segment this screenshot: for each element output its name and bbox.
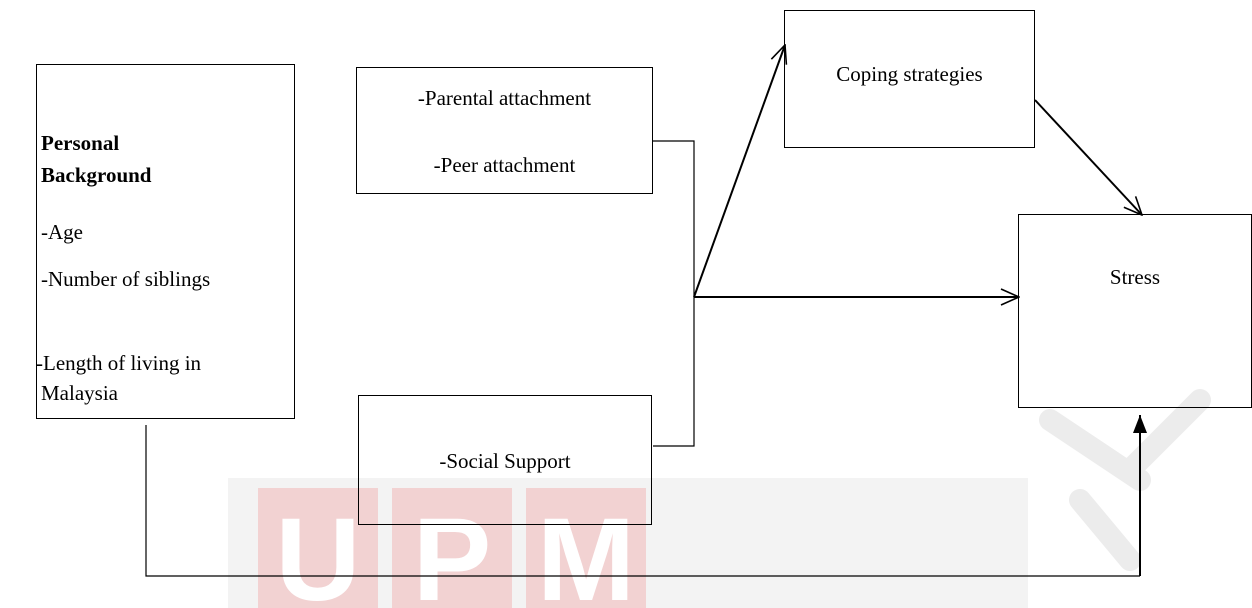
coping-strategies-label: Coping strategies (836, 62, 983, 86)
arrow-to-coping (693, 45, 785, 298)
stress-label: Stress (1109, 265, 1161, 289)
stress-box (1018, 214, 1252, 408)
watermark-letter-u: U (275, 494, 360, 608)
social-support-label: -Social Support (439, 449, 571, 473)
parental-attachment-label: -Parental attachment (417, 86, 592, 110)
item-number-of-siblings: -Number of siblings (41, 267, 211, 291)
personal-background-title-line1: Personal (41, 131, 120, 155)
item-length-of-living-line2: Malaysia (41, 381, 118, 405)
watermark-letter-m: M (537, 494, 635, 608)
personal-background-title-line2: Background (41, 163, 152, 187)
arrow-coping-to-stress (1034, 99, 1142, 215)
watermark-stroke (1039, 389, 1211, 571)
peer-attachment-label: -Peer attachment (433, 153, 576, 177)
watermark-letter-p: P (413, 494, 492, 608)
social-support-box (358, 395, 652, 525)
item-length-of-living-line1: -Length of living in (36, 351, 202, 375)
bracket-line (653, 140, 695, 447)
coping-strategies-box (784, 10, 1035, 148)
arrow-background-to-stress (145, 425, 1140, 577)
item-age: -Age (41, 220, 83, 244)
personal-background-box (36, 64, 295, 419)
attachment-box (356, 67, 653, 194)
